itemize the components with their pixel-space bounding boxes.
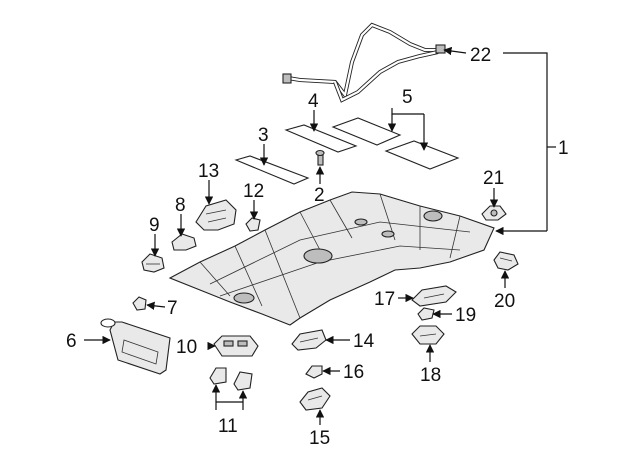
console-part-13 [195, 199, 237, 231]
callout-12: 12 [243, 181, 264, 202]
holder-part-8 [171, 233, 197, 251]
wire-harness-part [282, 22, 446, 103]
callout-labels: 22 1 4 5 3 2 13 12 8 9 7 6 10 11 14 16 1… [66, 45, 569, 449]
lens-part-17 [411, 285, 457, 307]
bracket-part-9 [141, 253, 165, 273]
map-lamp-part-10 [213, 335, 259, 357]
callout-13: 13 [198, 161, 219, 182]
callout-18: 18 [420, 365, 441, 386]
clip-part-12 [245, 217, 261, 232]
callout-22: 22 [470, 45, 491, 66]
callout-5: 5 [402, 87, 413, 108]
callout-11: 11 [218, 416, 238, 437]
headliner-panel-part [168, 191, 495, 326]
dome-lamp-part-21 [481, 205, 507, 221]
bracket-part-20 [493, 251, 519, 271]
callout-9: 9 [149, 215, 160, 236]
callout-7: 7 [167, 298, 178, 319]
sun-visor-part-6 [100, 318, 171, 375]
lens-part-14 [291, 329, 327, 351]
callout-21: 21 [483, 168, 504, 189]
bulb-part-16 [305, 365, 323, 379]
callout-20: 20 [494, 291, 515, 312]
callout-17: 17 [374, 289, 395, 310]
bracket-part-11 [209, 367, 253, 391]
insulator-pad-5-rear [384, 140, 460, 170]
callout-6: 6 [66, 331, 77, 352]
callout-19: 19 [455, 305, 476, 326]
callout-8: 8 [175, 195, 186, 216]
callout-3: 3 [258, 125, 269, 146]
retainer-clip-part [315, 149, 325, 166]
callout-14: 14 [353, 331, 375, 352]
callout-1: 1 [558, 138, 569, 159]
callout-2: 2 [314, 185, 325, 206]
leader-lines [84, 46, 556, 425]
callout-4: 4 [308, 91, 319, 112]
callout-10: 10 [176, 337, 197, 358]
insulator-pad-4 [284, 124, 358, 153]
lamp-part-18 [411, 325, 445, 345]
callout-15: 15 [309, 428, 330, 449]
callout-16: 16 [343, 362, 364, 383]
bulb-part-19 [417, 307, 435, 321]
lamp-part-15 [299, 387, 331, 411]
clip-part-7 [132, 296, 147, 311]
insulator-pad-3 [234, 155, 310, 185]
insulator-pad-5-front [331, 117, 402, 146]
